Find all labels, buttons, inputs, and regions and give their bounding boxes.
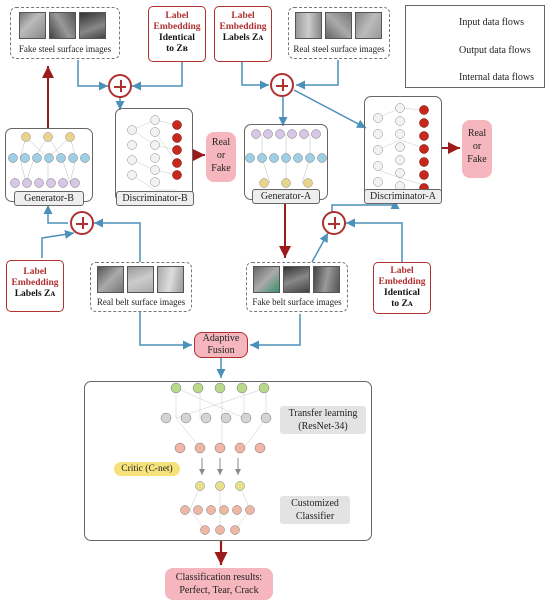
- fake-belt-images-box: Fake belt surface images: [246, 262, 348, 312]
- embedding-title-2: Embedding: [11, 278, 59, 288]
- classification-result: Classification results: Perfect, Tear, C…: [165, 568, 273, 600]
- label-embedding-labels-za: Label Embedding Labels Zᴀ: [214, 6, 272, 62]
- belt-image-thumb: [253, 266, 280, 293]
- embedding-title: Label: [23, 267, 47, 277]
- embedding-title: Label: [390, 266, 414, 276]
- discriminator-b-label: Discriminator-B: [116, 191, 194, 206]
- transfer-learning-network-graphic: [160, 382, 272, 454]
- legend-output-label: Output data flows: [459, 45, 531, 56]
- belt-image-thumb: [283, 266, 310, 293]
- generator-b-network-graphic: [8, 132, 90, 188]
- embedding-title: Label: [231, 11, 255, 21]
- transfer-line-2: (ResNet-34): [298, 421, 348, 432]
- generator-b-label: Generator-B: [14, 191, 84, 206]
- legend-internal-label: Internal data flows: [459, 72, 534, 83]
- belt-image-thumb: [157, 266, 184, 293]
- real-steel-label: Real steel surface images: [293, 44, 385, 54]
- generator-a-label: Generator-A: [252, 189, 320, 204]
- embedding-line-1: Labels Zᴀ: [14, 289, 56, 299]
- belt-image-thumb: [313, 266, 340, 293]
- transfer-learning-label: Transfer learning (ResNet-34): [280, 406, 366, 434]
- belt-image-thumb: [97, 266, 124, 293]
- fake-text: Fake: [467, 154, 487, 165]
- customized-classifier-label: Customized Classifier: [280, 496, 350, 524]
- adaptive-fusion-node: Adaptive Fusion: [194, 332, 248, 358]
- embedding-title-2: Embedding: [219, 22, 267, 32]
- plus-icon: [322, 211, 346, 235]
- real-text: Real: [467, 128, 487, 139]
- discriminator-a-box: [364, 96, 442, 200]
- belt-image-thumb: [127, 266, 154, 293]
- steel-image-thumb: [295, 12, 322, 39]
- fake-steel-images-box: Fake steel surface images: [10, 7, 120, 59]
- or-text: or: [216, 150, 226, 161]
- result-line-2: Perfect, Tear, Crack: [179, 585, 259, 596]
- critic-c-net-box: [84, 381, 372, 541]
- result-line-1: Classification results:: [175, 572, 263, 583]
- label-embedding-labels-za-bottom: Label Embedding Labels Zᴀ: [6, 260, 64, 312]
- custom-line-1: Customized: [291, 498, 339, 509]
- fake-text: Fake: [211, 163, 231, 174]
- real-or-fake-output-a: Real or Fake: [462, 120, 492, 178]
- legend-input-flow: Input data flows: [406, 16, 546, 30]
- embedding-line-1: Labels Zᴀ: [222, 33, 264, 43]
- real-steel-images-box: Real steel surface images: [288, 7, 390, 59]
- embedding-title-2: Embedding: [378, 277, 426, 287]
- embedding-line-2: to Zᴀ: [391, 299, 413, 309]
- legend-output-flow: Output data flows: [406, 44, 546, 58]
- embedding-line-2: to Zʙ: [166, 44, 188, 54]
- or-text: or: [472, 141, 482, 152]
- embedding-line-1: Identical: [159, 33, 195, 43]
- customized-classifier-network-graphic: [180, 481, 255, 535]
- steel-image-thumb: [79, 12, 106, 39]
- plus-icon: [270, 73, 294, 97]
- fusion-line-1: Adaptive: [202, 333, 240, 344]
- real-or-fake-output-b: Real or Fake: [206, 132, 236, 182]
- generator-a-network-graphic: [245, 129, 327, 188]
- steel-image-thumb: [325, 12, 352, 39]
- plus-icon: [70, 211, 94, 235]
- fake-steel-label: Fake steel surface images: [18, 44, 112, 54]
- custom-line-2: Classifier: [295, 511, 335, 522]
- steel-image-thumb: [355, 12, 382, 39]
- label-embedding-identical-za: Label Embedding Identical to Zᴀ: [373, 262, 431, 314]
- discriminator-a-network-graphic: [373, 103, 429, 193]
- plus-icon: [108, 74, 132, 98]
- embedding-title-2: Embedding: [153, 22, 201, 32]
- label-embedding-identical-zb: Label Embedding Identical to Zʙ: [148, 6, 206, 62]
- discriminator-b-network-graphic: [127, 115, 182, 191]
- steel-image-thumb: [19, 12, 46, 39]
- fake-belt-label: Fake belt surface images: [252, 297, 342, 307]
- critic-label: Critic (C-net): [114, 462, 180, 476]
- legend: Input data flows Output data flows Inter…: [405, 5, 545, 88]
- legend-internal-flow: Internal data flows: [406, 71, 546, 85]
- transfer-line-1: Transfer learning: [288, 408, 358, 419]
- discriminator-b-box: [115, 108, 193, 202]
- embedding-line-1: Identical: [384, 288, 420, 298]
- legend-input-label: Input data flows: [459, 17, 524, 28]
- real-belt-label: Real belt surface images: [96, 297, 186, 307]
- discriminator-a-label: Discriminator-A: [364, 189, 442, 204]
- real-text: Real: [211, 137, 231, 148]
- real-belt-images-box: Real belt surface images: [90, 262, 192, 312]
- steel-image-thumb: [49, 12, 76, 39]
- embedding-title: Label: [165, 11, 189, 21]
- fusion-line-2: Fusion: [207, 345, 235, 356]
